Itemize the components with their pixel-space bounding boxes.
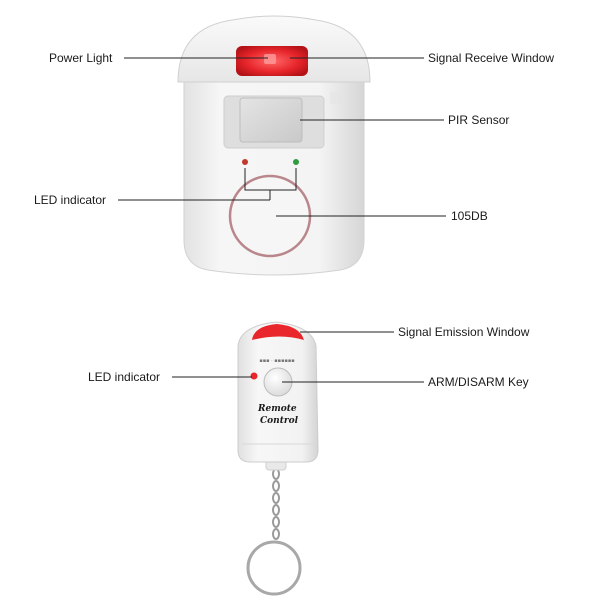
label-power-light: Power Light [49,51,113,65]
button-legend-print: ▪▪▪ · ▪▪▪▪▪▪ [259,358,294,364]
led-green [293,159,299,165]
remote-led-indicator [250,372,258,380]
label-led-indicator-remote: LED indicator [88,370,161,384]
label-105db: 105DB [451,209,488,223]
led-red [242,159,248,165]
pir-hood [204,92,344,104]
label-signal-emission-window: Signal Emission Window [398,325,530,339]
remote-print-line2: Control [260,416,299,426]
callout-lines [118,57,446,383]
signal-emission-window [252,324,304,340]
label-arm-disarm-key: ARM/DISARM Key [428,375,529,389]
label-led-indicator-alarm: LED indicator [34,193,107,207]
label-signal-receive-window: Signal Receive Window [428,51,555,65]
key-ring [246,540,302,596]
remote-print-line1: Remote [258,404,297,414]
power-light [264,54,276,64]
alarm-unit [177,15,371,276]
pir-sensor [239,97,303,143]
remote-unit: ▪▪▪ · ▪▪▪▪▪▪ [237,321,319,596]
key-chain [272,468,280,540]
label-pir-sensor: PIR Sensor [448,113,510,127]
